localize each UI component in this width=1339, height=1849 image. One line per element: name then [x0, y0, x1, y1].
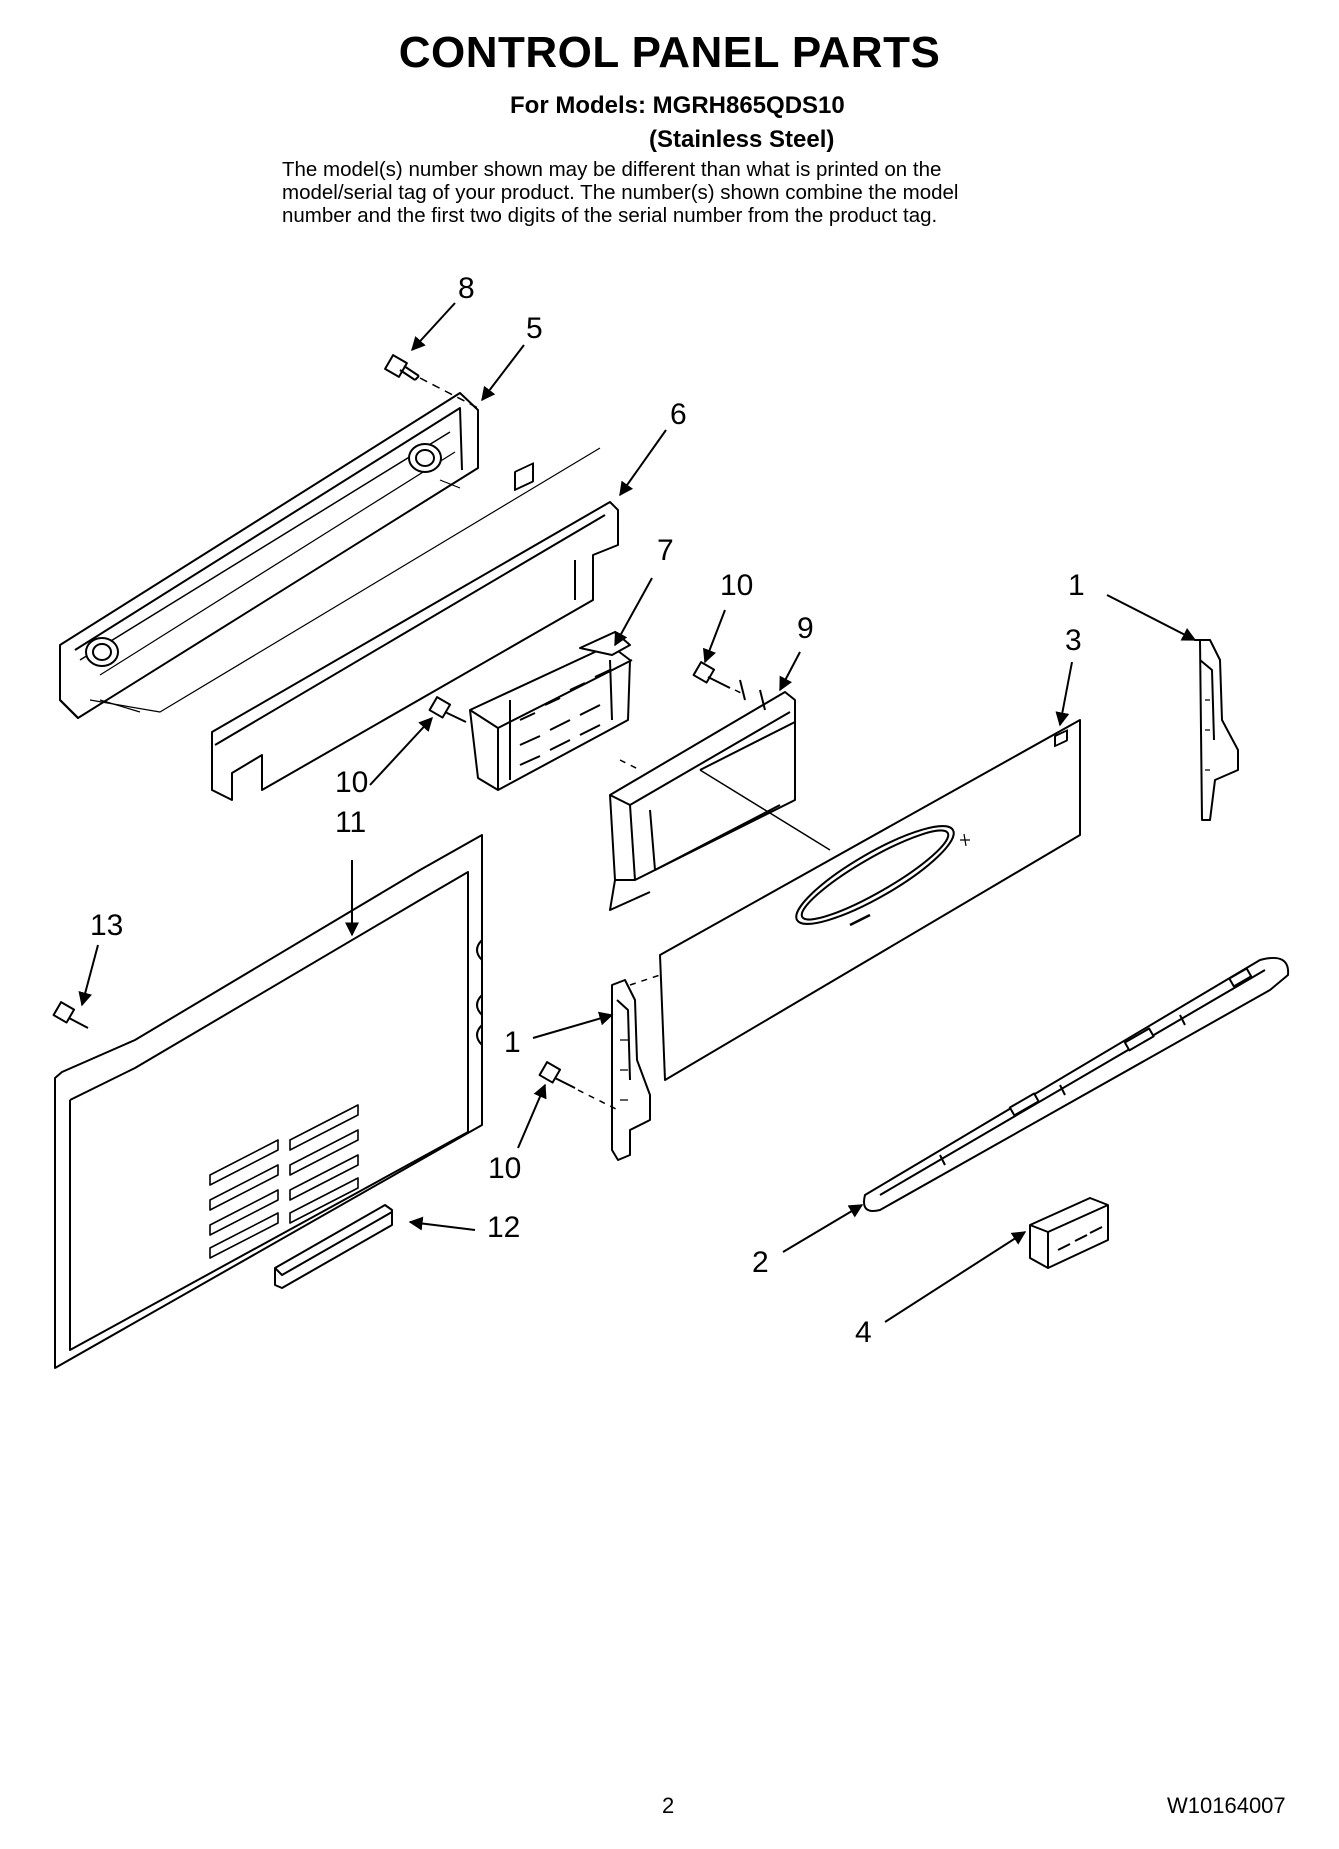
callout-6: 6: [670, 398, 687, 431]
rear-panel-part: [59, 392, 601, 719]
callout-11: 11: [335, 806, 366, 839]
connector-block-part: [1029, 729, 1109, 1269]
callout-4: 4: [855, 1316, 872, 1349]
screw-part-10-c: [538, 1061, 619, 1111]
callout-3: 3: [1065, 624, 1082, 657]
models-line: For Models: MGRH865QDS10: [510, 92, 845, 119]
screw-part-10-a: [428, 696, 641, 771]
note-line: The model(s) number shown may be differe…: [282, 158, 942, 181]
callout-1-a: 1: [1068, 569, 1085, 602]
callout-leaders: [78, 302, 1197, 1323]
control-housing-part: [609, 679, 831, 911]
callout-5: 5: [526, 312, 543, 345]
model-variant: (Stainless Steel): [649, 126, 835, 153]
callout-12: 12: [487, 1211, 520, 1244]
callout-7: 7: [657, 534, 674, 567]
callout-13: 13: [90, 909, 123, 942]
callout-9: 9: [797, 612, 814, 645]
callout-10-c: 10: [488, 1152, 521, 1185]
end-trim-part: [863, 956, 1290, 1212]
callout-1-b: 1: [504, 1026, 521, 1059]
end-cap-part-right: [1194, 639, 1239, 821]
electronic-control-part: [469, 462, 633, 791]
callout-2: 2: [752, 1246, 769, 1279]
control-panel-overlay-part: [659, 719, 1081, 1081]
callout-10-a: 10: [720, 569, 753, 602]
callout-8: 8: [458, 272, 475, 305]
callout-10-b: 10: [335, 766, 368, 799]
model-number-note: The model(s) number shown may be differe…: [282, 158, 1082, 227]
screw-part-8: [384, 354, 479, 409]
document-number: W10164007: [1167, 1793, 1286, 1818]
screw-part-13: [52, 1001, 89, 1029]
shield-part: [211, 501, 619, 801]
page-title: CONTROL PANEL PARTS: [398, 28, 941, 77]
callout-labels: 8 5 6 7 10 9 1 3 10 11 13 1 10 12 2 4: [90, 272, 1085, 1349]
back-cover-part: [54, 834, 483, 1369]
note-line: number and the first two digits of the s…: [282, 204, 938, 227]
trim-strip-part: [274, 1204, 393, 1289]
page-number: 2: [662, 1793, 675, 1818]
note-line: model/serial tag of your product. The nu…: [282, 181, 959, 204]
screw-part-10-b: [692, 661, 746, 696]
end-cap-part-left: [611, 974, 661, 1161]
